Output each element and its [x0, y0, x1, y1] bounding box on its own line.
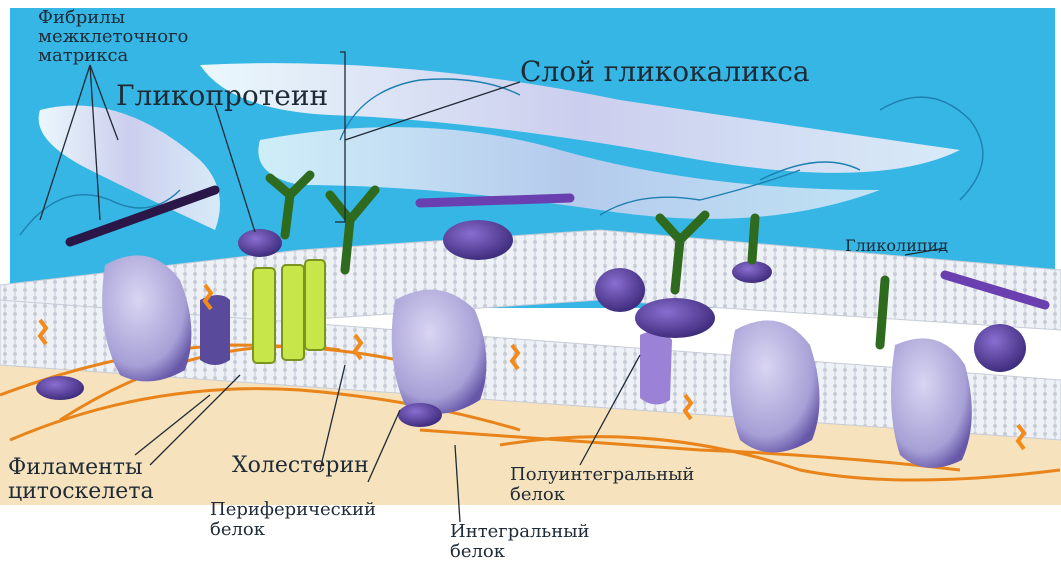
- label-peripheral-protein: Периферический белок: [210, 500, 376, 540]
- label-cytoskeleton-filaments: Филаменты цитоскелета: [8, 456, 154, 504]
- label-fibrils: Фибрилы межклеточного матрикса: [38, 8, 188, 65]
- label-glycolipid: Гликолипид: [845, 238, 948, 254]
- label-semi-integral-line2: белок: [510, 485, 694, 505]
- label-fibrils-line2: межклеточного: [38, 27, 188, 46]
- label-semi-integral-line1: Полуинтегральный: [510, 465, 694, 485]
- label-glycoprotein: Гликопротеин: [116, 82, 328, 110]
- label-cytoskeleton-line1: Филаменты: [8, 456, 154, 480]
- label-cytoskeleton-line2: цитоскелета: [8, 480, 154, 504]
- channel-protein: [253, 260, 325, 363]
- label-fibrils-line3: матрикса: [38, 46, 188, 65]
- label-cholesterol: Холестерин: [232, 455, 369, 477]
- label-integral-protein: Интегральный белок: [450, 522, 590, 562]
- label-peripheral-line2: белок: [210, 520, 376, 540]
- label-integral-line1: Интегральный: [450, 522, 590, 542]
- label-glycocalyx-layer: Слой гликокаликса: [520, 58, 810, 86]
- label-fibrils-line1: Фибрилы: [38, 8, 188, 27]
- label-peripheral-line1: Периферический: [210, 500, 376, 520]
- label-semi-integral-protein: Полуинтегральный белок: [510, 465, 694, 505]
- label-integral-line2: белок: [450, 542, 590, 562]
